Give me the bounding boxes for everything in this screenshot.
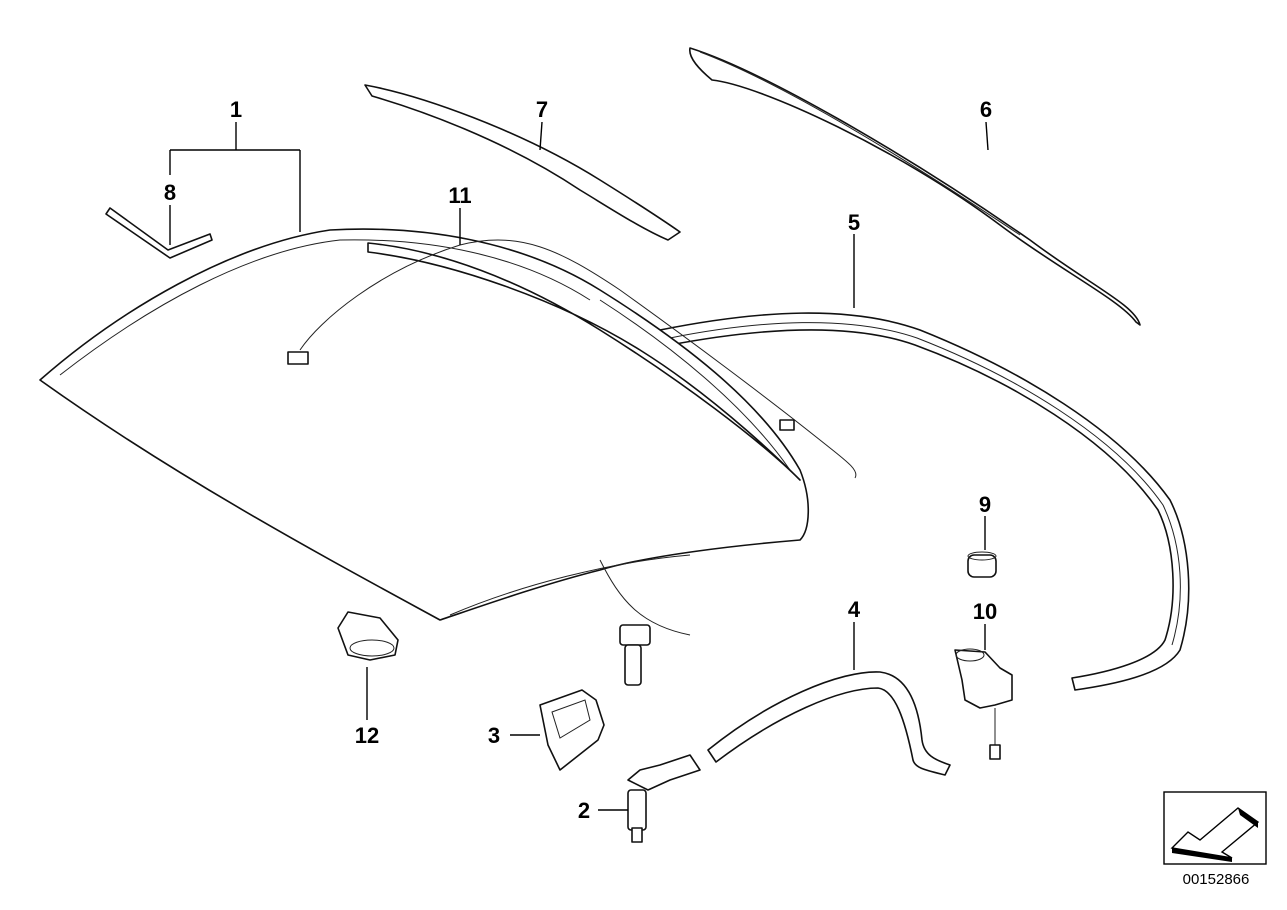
callout-10: 10 — [973, 599, 997, 624]
callout-11: 11 — [448, 183, 471, 208]
callout-8: 8 — [164, 180, 176, 205]
part-10-connector[interactable] — [954, 648, 1013, 760]
part-12-clip[interactable] — [337, 611, 399, 661]
callout-9: 9 — [979, 492, 991, 517]
callout-4: 4 — [848, 597, 861, 622]
callout-5: 5 — [848, 210, 860, 235]
part-5-seal-strip[interactable] — [659, 312, 1190, 691]
part-11-wiring-harness[interactable] — [287, 239, 857, 479]
part-1-soft-top[interactable] — [39, 228, 810, 636]
part-6-rear-trim[interactable] — [689, 47, 1141, 326]
part-3-bracket[interactable] — [539, 689, 605, 771]
callout-12: 12 — [355, 723, 379, 748]
part-2-hinge-pin[interactable] — [627, 754, 701, 843]
callout-6: 6 — [980, 97, 992, 122]
part-4-arch-trim[interactable] — [707, 671, 951, 776]
callout-2: 2 — [578, 798, 590, 823]
part-7-trim-strip[interactable] — [364, 84, 681, 241]
callout-7: 7 — [536, 97, 548, 122]
callout-3: 3 — [488, 723, 500, 748]
leader-lines — [169, 121, 989, 811]
upper-hinge-pin[interactable] — [619, 624, 651, 686]
part-9-bushing[interactable] — [967, 551, 997, 578]
part-8-bent-rod[interactable] — [105, 207, 213, 259]
orientation-box: 00152866 — [1163, 791, 1267, 888]
callouts: 1 8 7 6 11 5 9 10 4 12 3 2 — [164, 97, 997, 823]
arrow-icon — [1170, 807, 1260, 862]
callout-1: 1 — [230, 97, 242, 122]
document-number: 00152866 — [1183, 871, 1250, 888]
